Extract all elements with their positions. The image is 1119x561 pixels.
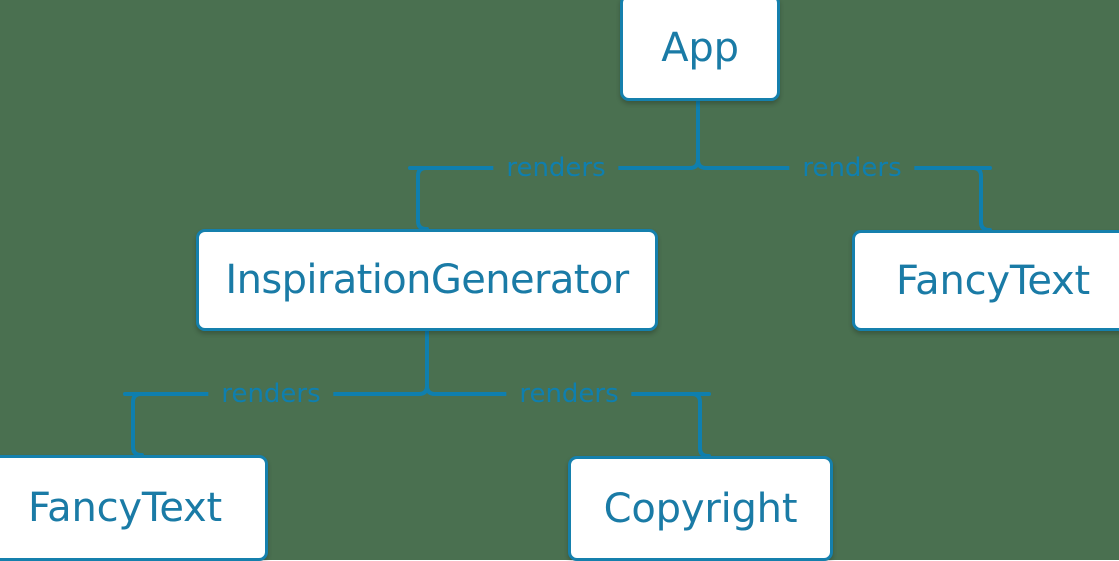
node-copyright-label: Copyright: [603, 485, 798, 532]
edge-label-inspiration-generator-to-copyright: renders: [506, 381, 632, 407]
node-fancy-text-right[interactable]: FancyText: [852, 230, 1119, 331]
node-inspiration-generator[interactable]: InspirationGenerator: [196, 229, 658, 331]
node-fancy-text-right-label: FancyText: [896, 257, 1090, 304]
node-copyright[interactable]: Copyright: [568, 456, 833, 561]
node-fancy-text-bottom[interactable]: FancyText: [0, 455, 268, 561]
edge-app-to-fancy-text-right: [971, 166, 992, 232]
edge-inspiration-trunk-left: [123, 384, 429, 396]
edge-label-app-to-fancy-text-right: renders: [789, 155, 915, 181]
edge-app-trunk-left: [408, 158, 700, 170]
edge-label-app-to-inspiration-generator: renders: [493, 155, 619, 181]
edge-inspiration-to-copyright: [690, 392, 711, 458]
edge-inspiration-to-fancy-text-bottom: [131, 392, 144, 457]
node-inspiration-generator-label: InspirationGenerator: [225, 257, 629, 303]
node-app-label: App: [661, 24, 739, 71]
node-app[interactable]: App: [620, 0, 780, 101]
edge-app-to-inspiration-generator: [416, 166, 429, 231]
node-fancy-text-bottom-label: FancyText: [28, 485, 222, 531]
edge-label-inspiration-generator-to-fancy-text-bottom: renders: [208, 381, 334, 407]
